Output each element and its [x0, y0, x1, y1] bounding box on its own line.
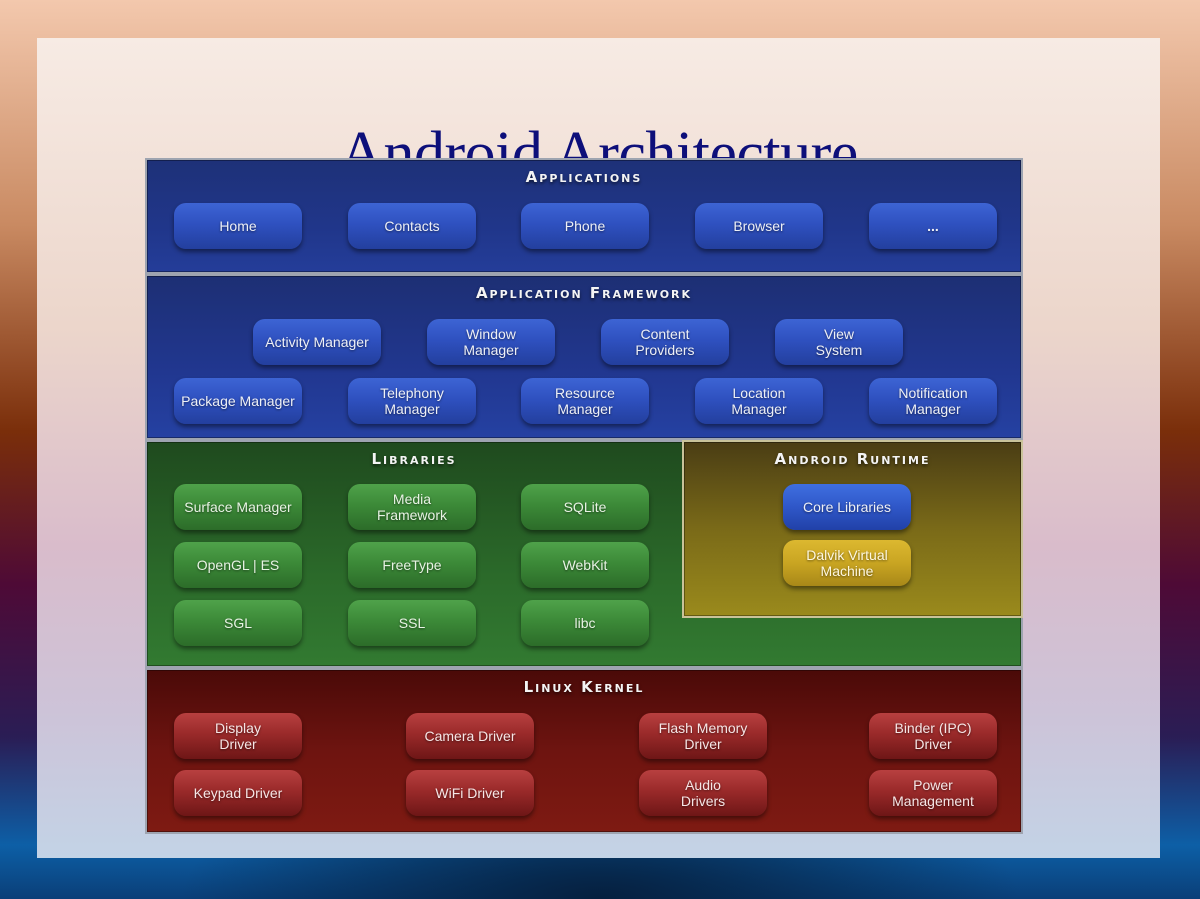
- framework-location-manager[interactable]: Location Manager: [695, 378, 823, 424]
- lib-libc[interactable]: libc: [521, 600, 649, 646]
- lib-sgl[interactable]: SGL: [174, 600, 302, 646]
- lib-surface-manager[interactable]: Surface Manager: [174, 484, 302, 530]
- app-phone[interactable]: Phone: [521, 203, 649, 249]
- kernel-display-driver[interactable]: Display Driver: [174, 713, 302, 759]
- kernel-keypad-driver[interactable]: Keypad Driver: [174, 770, 302, 816]
- lib-webkit[interactable]: WebKit: [521, 542, 649, 588]
- kernel-binder-ipc-driver[interactable]: Binder (IPC) Driver: [869, 713, 997, 759]
- layer-applications: Applications Home Contacts Phone Browser…: [145, 158, 1023, 274]
- app-browser[interactable]: Browser: [695, 203, 823, 249]
- app-home[interactable]: Home: [174, 203, 302, 249]
- layer-android-runtime: Android Runtime Core Libraries Dalvik Vi…: [682, 440, 1023, 618]
- framework-content-providers[interactable]: Content Providers: [601, 319, 729, 365]
- framework-telephony-manager[interactable]: Telephony Manager: [348, 378, 476, 424]
- app-more[interactable]: ...: [869, 203, 997, 249]
- framework-notification-manager[interactable]: Notification Manager: [869, 378, 997, 424]
- layer-title-android-runtime: Android Runtime: [774, 450, 931, 468]
- android-architecture-diagram: Applications Home Contacts Phone Browser…: [145, 158, 1023, 834]
- framework-view-system[interactable]: View System: [775, 319, 903, 365]
- kernel-flash-memory-driver[interactable]: Flash Memory Driver: [639, 713, 767, 759]
- runtime-core-libraries[interactable]: Core Libraries: [783, 484, 911, 530]
- app-contacts[interactable]: Contacts: [348, 203, 476, 249]
- layer-title-application-framework: Application Framework: [475, 284, 693, 302]
- layer-linux-kernel: Linux Kernel Display Driver Camera Drive…: [145, 668, 1023, 834]
- lib-sqlite[interactable]: SQLite: [521, 484, 649, 530]
- layer-title-linux-kernel: Linux Kernel: [523, 678, 645, 696]
- kernel-camera-driver[interactable]: Camera Driver: [406, 713, 534, 759]
- layer-application-framework: Application Framework Activity Manager W…: [145, 274, 1023, 440]
- framework-package-manager[interactable]: Package Manager: [174, 378, 302, 424]
- kernel-audio-drivers[interactable]: Audio Drivers: [639, 770, 767, 816]
- kernel-wifi-driver[interactable]: WiFi Driver: [406, 770, 534, 816]
- runtime-dalvik-vm[interactable]: Dalvik Virtual Machine: [783, 540, 911, 586]
- lib-ssl[interactable]: SSL: [348, 600, 476, 646]
- layer-title-libraries: Libraries: [371, 450, 457, 468]
- framework-window-manager[interactable]: Window Manager: [427, 319, 555, 365]
- kernel-power-management[interactable]: Power Management: [869, 770, 997, 816]
- layer-title-applications: Applications: [525, 168, 643, 186]
- framework-resource-manager[interactable]: Resource Manager: [521, 378, 649, 424]
- lib-freetype[interactable]: FreeType: [348, 542, 476, 588]
- lib-opengl-es[interactable]: OpenGL | ES: [174, 542, 302, 588]
- framework-activity-manager[interactable]: Activity Manager: [253, 319, 381, 365]
- lib-media-framework[interactable]: Media Framework: [348, 484, 476, 530]
